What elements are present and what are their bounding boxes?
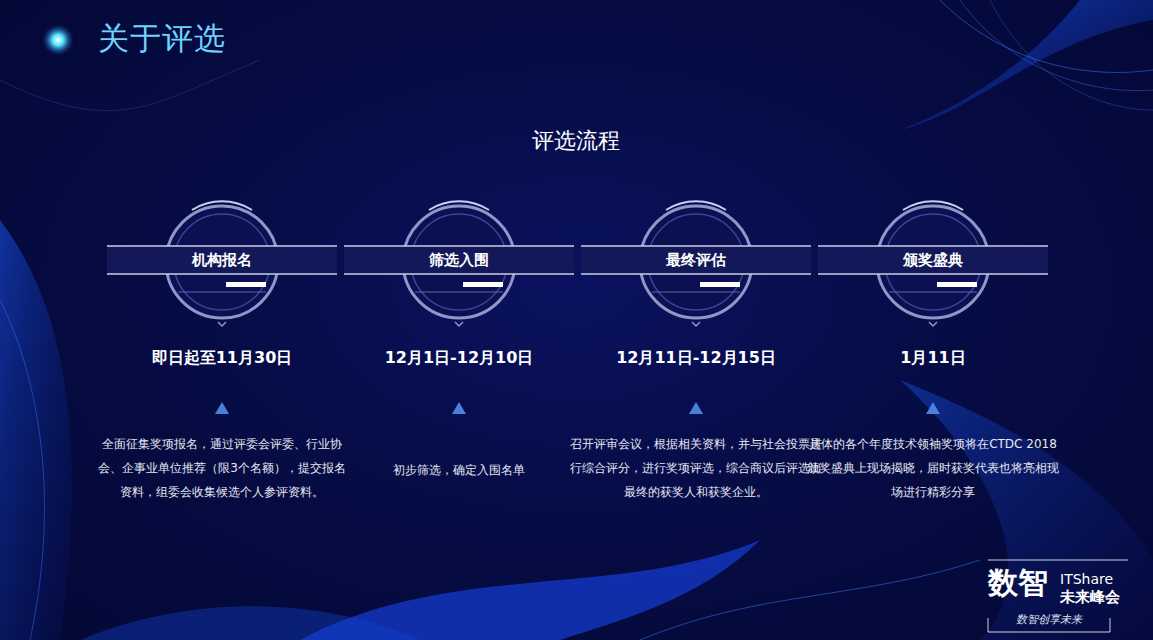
chevron — [455, 322, 463, 326]
logo-mark: 数智 — [988, 566, 1048, 600]
step-name: 最终评估 — [581, 248, 811, 272]
date: 即日起至11月30日 — [112, 346, 332, 370]
step-badge: 颁奖盛典 — [818, 200, 1048, 330]
triangle-marker — [215, 402, 229, 414]
badge-arc — [903, 201, 963, 210]
logo-text: 未来峰会 — [1060, 588, 1120, 606]
chevron — [218, 322, 226, 326]
badge-arc — [666, 201, 726, 210]
name-plate — [581, 246, 811, 274]
chevron — [692, 322, 700, 326]
plate-bar — [226, 282, 266, 287]
plate-line — [652, 292, 740, 293]
name-plate — [344, 246, 574, 274]
wave-line — [960, 0, 1153, 91]
plate-bar — [463, 282, 503, 287]
wave-line — [940, 0, 1153, 72]
wave-line — [0, 300, 44, 640]
badge-arc — [192, 201, 252, 210]
step-badge: 最终评估 — [581, 200, 811, 330]
glow-dot — [42, 24, 74, 56]
plate-bar — [937, 282, 977, 287]
plate-line — [178, 292, 266, 293]
date: 1月11日 — [823, 346, 1043, 370]
wave — [900, 380, 1153, 640]
date: 12月11日-12月15日 — [586, 346, 806, 370]
date: 12月1日-12月10日 — [349, 346, 569, 370]
section-heading: 评选流程 — [376, 126, 776, 156]
step-description: 全面征集奖项报名，通过评委会评委、行业协会、企事业单位推荐（限3个名额），提交报… — [94, 432, 350, 504]
step-name: 颁奖盛典 — [818, 248, 1048, 272]
name-plate — [818, 246, 1048, 274]
wave-line — [990, 0, 1153, 110]
triangle-marker — [452, 402, 466, 414]
wave — [900, 0, 1153, 130]
wave-line — [0, 60, 260, 111]
logo-text: ITShare — [1060, 570, 1113, 588]
step-name: 机构报名 — [107, 248, 337, 272]
triangle-marker — [926, 402, 940, 414]
badge-arc — [429, 201, 489, 210]
step-description: 具体的各个年度技术领袖奖项将在CTDC 2018颁奖盛典上现场揭晓，届时获奖代表… — [805, 432, 1061, 504]
chevron — [929, 322, 937, 326]
name-plate — [107, 246, 337, 274]
step-description: 初步筛选，确定入围名单 — [331, 458, 587, 482]
triangle-marker — [689, 402, 703, 414]
logo-frame — [988, 560, 1128, 632]
step-description: 召开评审会议，根据相关资料，并与社会投票进行综合评分，进行奖项评选，综合商议后评… — [568, 432, 824, 504]
page-title: 关于评选 — [98, 18, 226, 58]
wave — [80, 606, 420, 640]
step-badge: 机构报名 — [107, 200, 337, 330]
logo-slogan: 数智创享未来 — [1016, 612, 1082, 628]
wave-line — [640, 560, 980, 640]
step-name: 筛选入围 — [344, 248, 574, 272]
plate-bar — [700, 282, 740, 287]
plate-line — [889, 292, 977, 293]
step-badge: 筛选入围 — [344, 200, 574, 330]
plate-line — [415, 292, 503, 293]
wave — [0, 220, 72, 640]
